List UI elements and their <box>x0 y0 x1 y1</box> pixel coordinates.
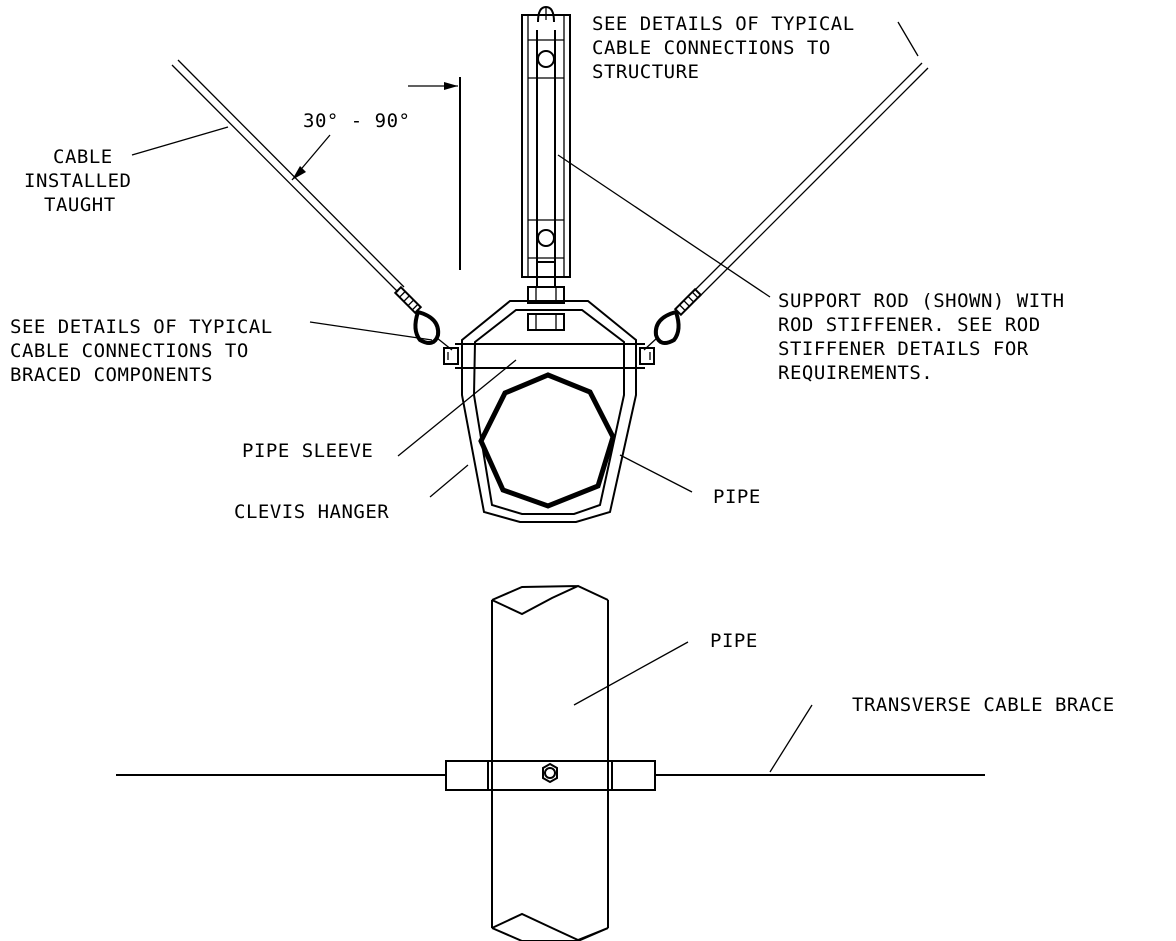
leader-lines-lower <box>573 641 813 773</box>
transverse-cable-brace-label: TRANSVERSE CABLE BRACE <box>852 694 1115 716</box>
pipe-label-lower: PIPE <box>710 630 758 652</box>
see-structure-line-1: SEE DETAILS OF TYPICAL <box>592 13 855 35</box>
see-structure-line-3: STRUCTURE <box>592 61 699 83</box>
right-cable <box>691 62 929 299</box>
left-cable-ferrule <box>393 285 423 315</box>
see-braced-line-3: BRACED COMPONENTS <box>10 364 213 386</box>
pipe-sleeve-label: PIPE SLEEVE <box>242 440 373 462</box>
support-rod-line-2: ROD STIFFENER. SEE ROD <box>778 314 1041 336</box>
clevis-hanger-label: CLEVIS HANGER <box>234 501 389 523</box>
pipe-label-upper: PIPE <box>713 486 761 508</box>
rod-nuts <box>527 286 565 331</box>
cable-taught-line-2: INSTALLED <box>24 170 131 192</box>
clevis-bolt <box>443 343 655 369</box>
angle-arrow <box>291 82 458 181</box>
left-cable <box>171 59 405 293</box>
pipe-clamp <box>445 760 656 791</box>
support-rod <box>521 5 571 288</box>
pipe-elevation <box>491 584 609 941</box>
see-structure-line-2: CABLE CONNECTIONS TO <box>592 37 831 59</box>
cable-taught-line-3: TAUGHT <box>44 194 116 216</box>
see-braced-line-2: CABLE CONNECTIONS TO <box>10 340 249 362</box>
cable-taught-line-1: CABLE <box>53 146 113 168</box>
right-cable-ferrule <box>673 287 703 317</box>
right-cable-thimble <box>643 309 681 351</box>
angle-label: 30° - 90° <box>303 110 410 132</box>
clevis-hanger <box>461 300 637 523</box>
pipe-octagon <box>478 372 616 509</box>
leader-lines-upper <box>131 21 919 498</box>
support-rod-line-1: SUPPORT ROD (SHOWN) WITH <box>778 290 1065 312</box>
see-braced-line-1: SEE DETAILS OF TYPICAL <box>10 316 273 338</box>
left-cable-thimble <box>413 309 453 351</box>
support-rod-line-4: REQUIREMENTS. <box>778 362 933 384</box>
support-rod-line-3: STIFFENER DETAILS FOR <box>778 338 1029 360</box>
